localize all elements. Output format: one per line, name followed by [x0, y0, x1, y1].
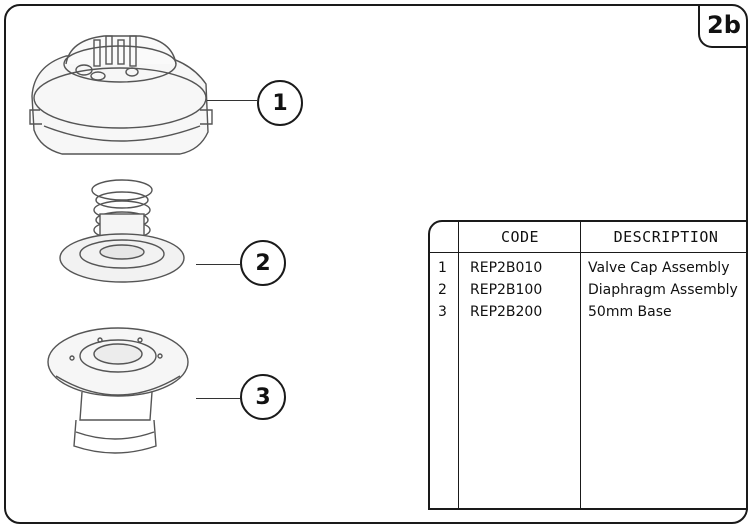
part-code: REP2B100: [470, 282, 543, 298]
header-description: DESCRIPTION: [613, 228, 719, 246]
column-divider: [458, 222, 459, 508]
page-badge: 2b: [698, 4, 748, 48]
diaphragm-drawing: [59, 179, 185, 283]
leader-line-2: [196, 264, 240, 265]
table-row: 3 REP2B200 50mm Base: [430, 301, 746, 323]
parts-table: CODE DESCRIPTION 1 REP2B010 Valve Cap As…: [428, 220, 748, 510]
part-description: Diaphragm Assembly: [588, 282, 738, 298]
header-divider: [430, 252, 746, 253]
valve-cap-drawing: [29, 35, 213, 155]
leader-line-3: [196, 398, 240, 399]
part-description: 50mm Base: [588, 304, 672, 320]
part-code: REP2B200: [470, 304, 543, 320]
parts-illustration: [29, 35, 213, 454]
callout-1: 1: [257, 80, 303, 126]
part-code: REP2B010: [470, 260, 543, 276]
row-number: 2: [438, 282, 447, 298]
column-divider: [580, 222, 581, 508]
leader-line-1: [207, 100, 257, 101]
table-row: 2 REP2B100 Diaphragm Assembly: [430, 279, 746, 301]
row-number: 3: [438, 304, 447, 320]
callout-3: 3: [240, 374, 286, 420]
row-number: 1: [438, 260, 447, 276]
base-drawing: [47, 327, 189, 454]
part-description: Valve Cap Assembly: [588, 260, 730, 276]
callout-2: 2: [240, 240, 286, 286]
table-row: 1 REP2B010 Valve Cap Assembly: [430, 257, 746, 279]
header-code: CODE: [500, 228, 540, 246]
